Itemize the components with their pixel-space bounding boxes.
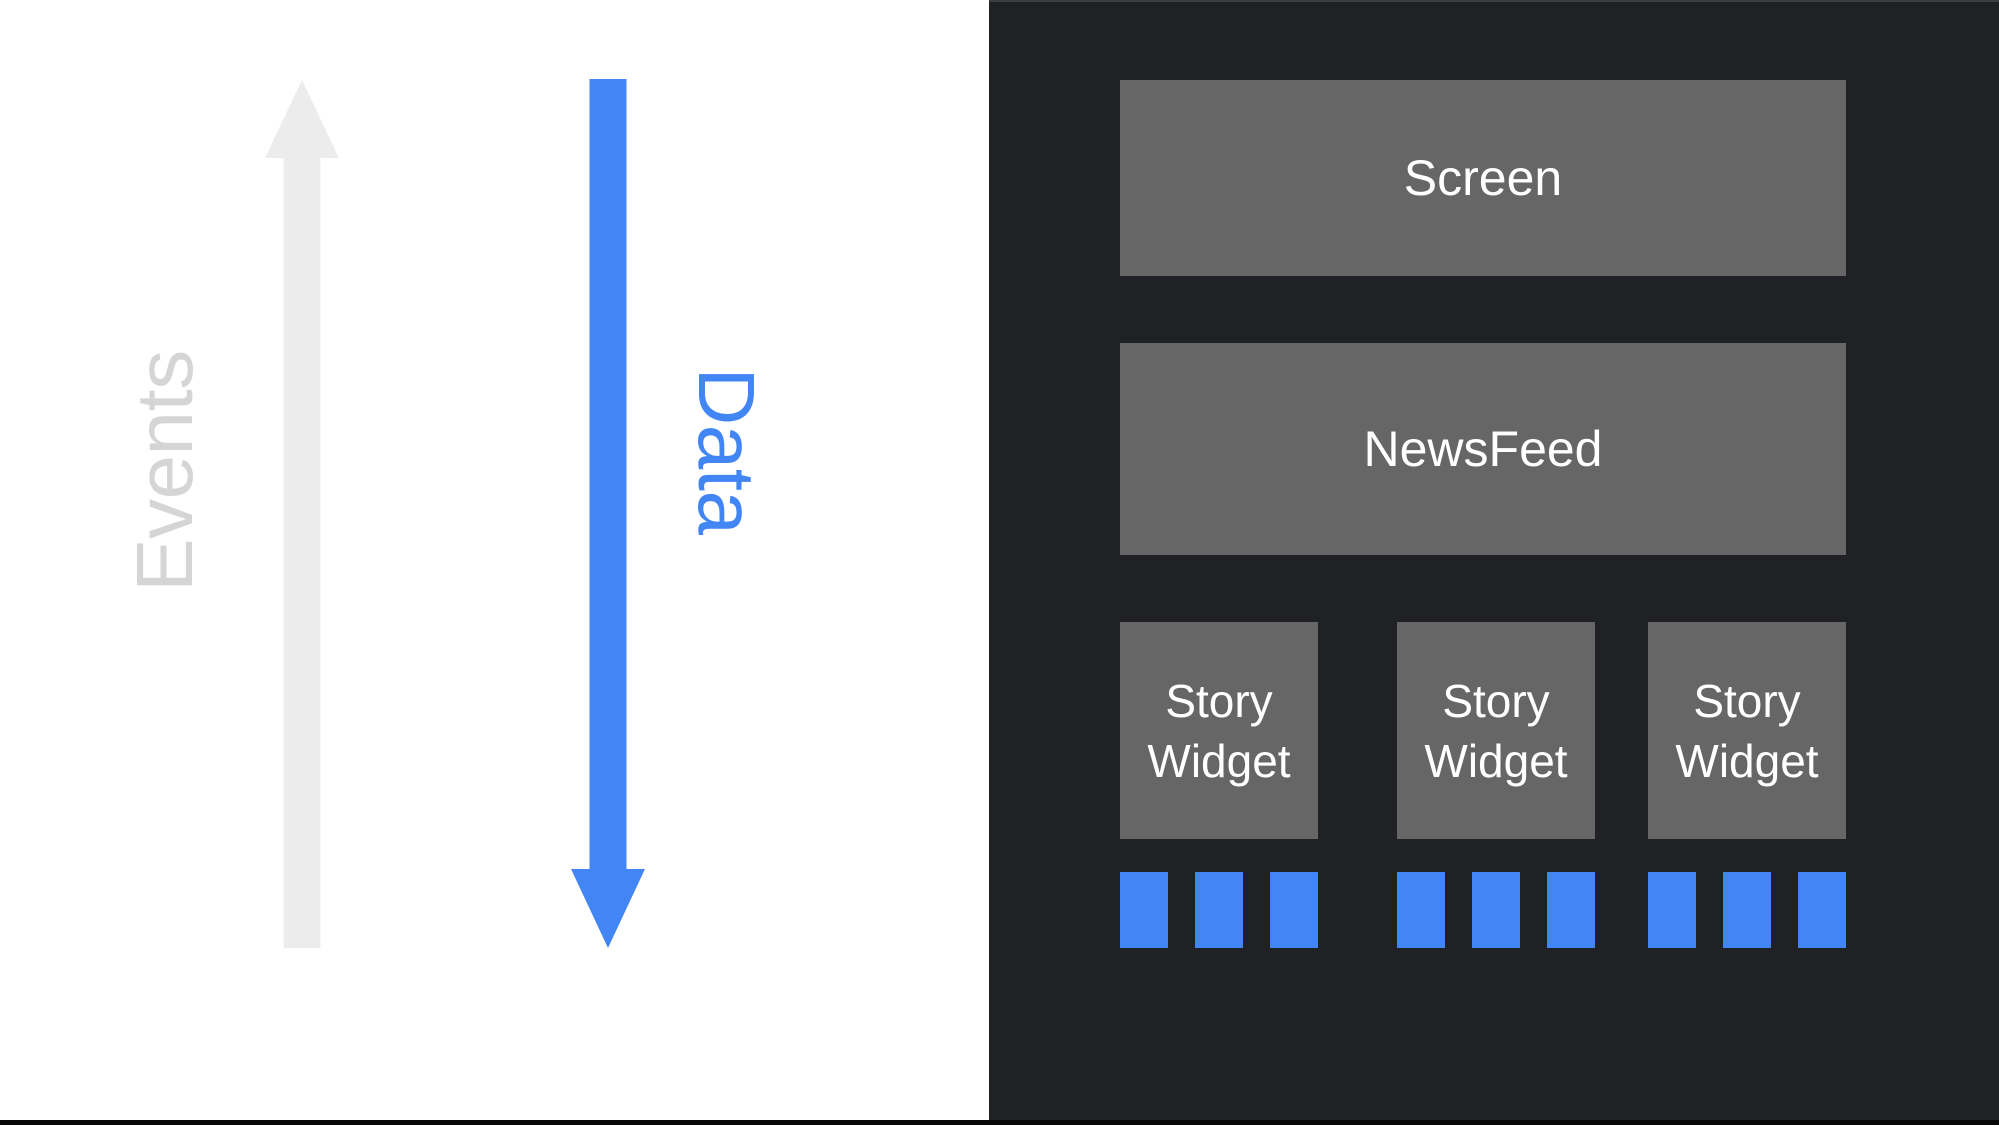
bottom-letterbox-strip [0, 1120, 1999, 1125]
story-widget-group: Story Widget [1648, 622, 1846, 948]
data-square [1397, 872, 1445, 948]
story-data-squares-row [1648, 872, 1846, 948]
story-widget-label-line1: Story [1165, 674, 1273, 727]
screen-box-label: Screen [1403, 150, 1563, 206]
story-widget-label-line2: Widget [1147, 734, 1291, 787]
story-widget-label-line2: Widget [1424, 734, 1568, 787]
data-square [1723, 872, 1771, 948]
data-square [1195, 872, 1243, 948]
story-widget-label-line2: Widget [1675, 734, 1819, 787]
story-widget-label-line1: Story [1693, 674, 1801, 727]
newsfeed-box: NewsFeed [1120, 343, 1846, 555]
story-widget-box: Story Widget [1648, 622, 1846, 839]
data-label: Data [682, 367, 771, 535]
screen-box: Screen [1120, 80, 1846, 276]
data-square [1798, 872, 1846, 948]
story-data-squares-row [1120, 872, 1318, 948]
widget-tree-panel: Screen NewsFeed Story Widget Story Widge… [989, 0, 1999, 1125]
events-up-arrow-icon [265, 80, 339, 948]
story-widget-group: Story Widget [1397, 622, 1595, 948]
data-square [1472, 872, 1520, 948]
data-square [1547, 872, 1595, 948]
story-widget-box: Story Widget [1120, 622, 1318, 839]
events-data-panel: Events Data [0, 0, 989, 1125]
story-data-squares-row [1397, 872, 1595, 948]
up-arrow-shape [265, 80, 339, 948]
data-square [1648, 872, 1696, 948]
events-label: Events [120, 350, 209, 592]
newsfeed-box-label: NewsFeed [1363, 421, 1603, 477]
data-square [1270, 872, 1318, 948]
down-arrow-shape [571, 79, 645, 948]
story-widget-box: Story Widget [1397, 622, 1595, 839]
story-widget-label-line1: Story [1442, 674, 1550, 727]
data-square [1120, 872, 1168, 948]
story-widget-group: Story Widget [1120, 622, 1318, 948]
data-down-arrow-icon [571, 79, 645, 948]
panel-top-edge-highlight [989, 0, 1999, 2]
